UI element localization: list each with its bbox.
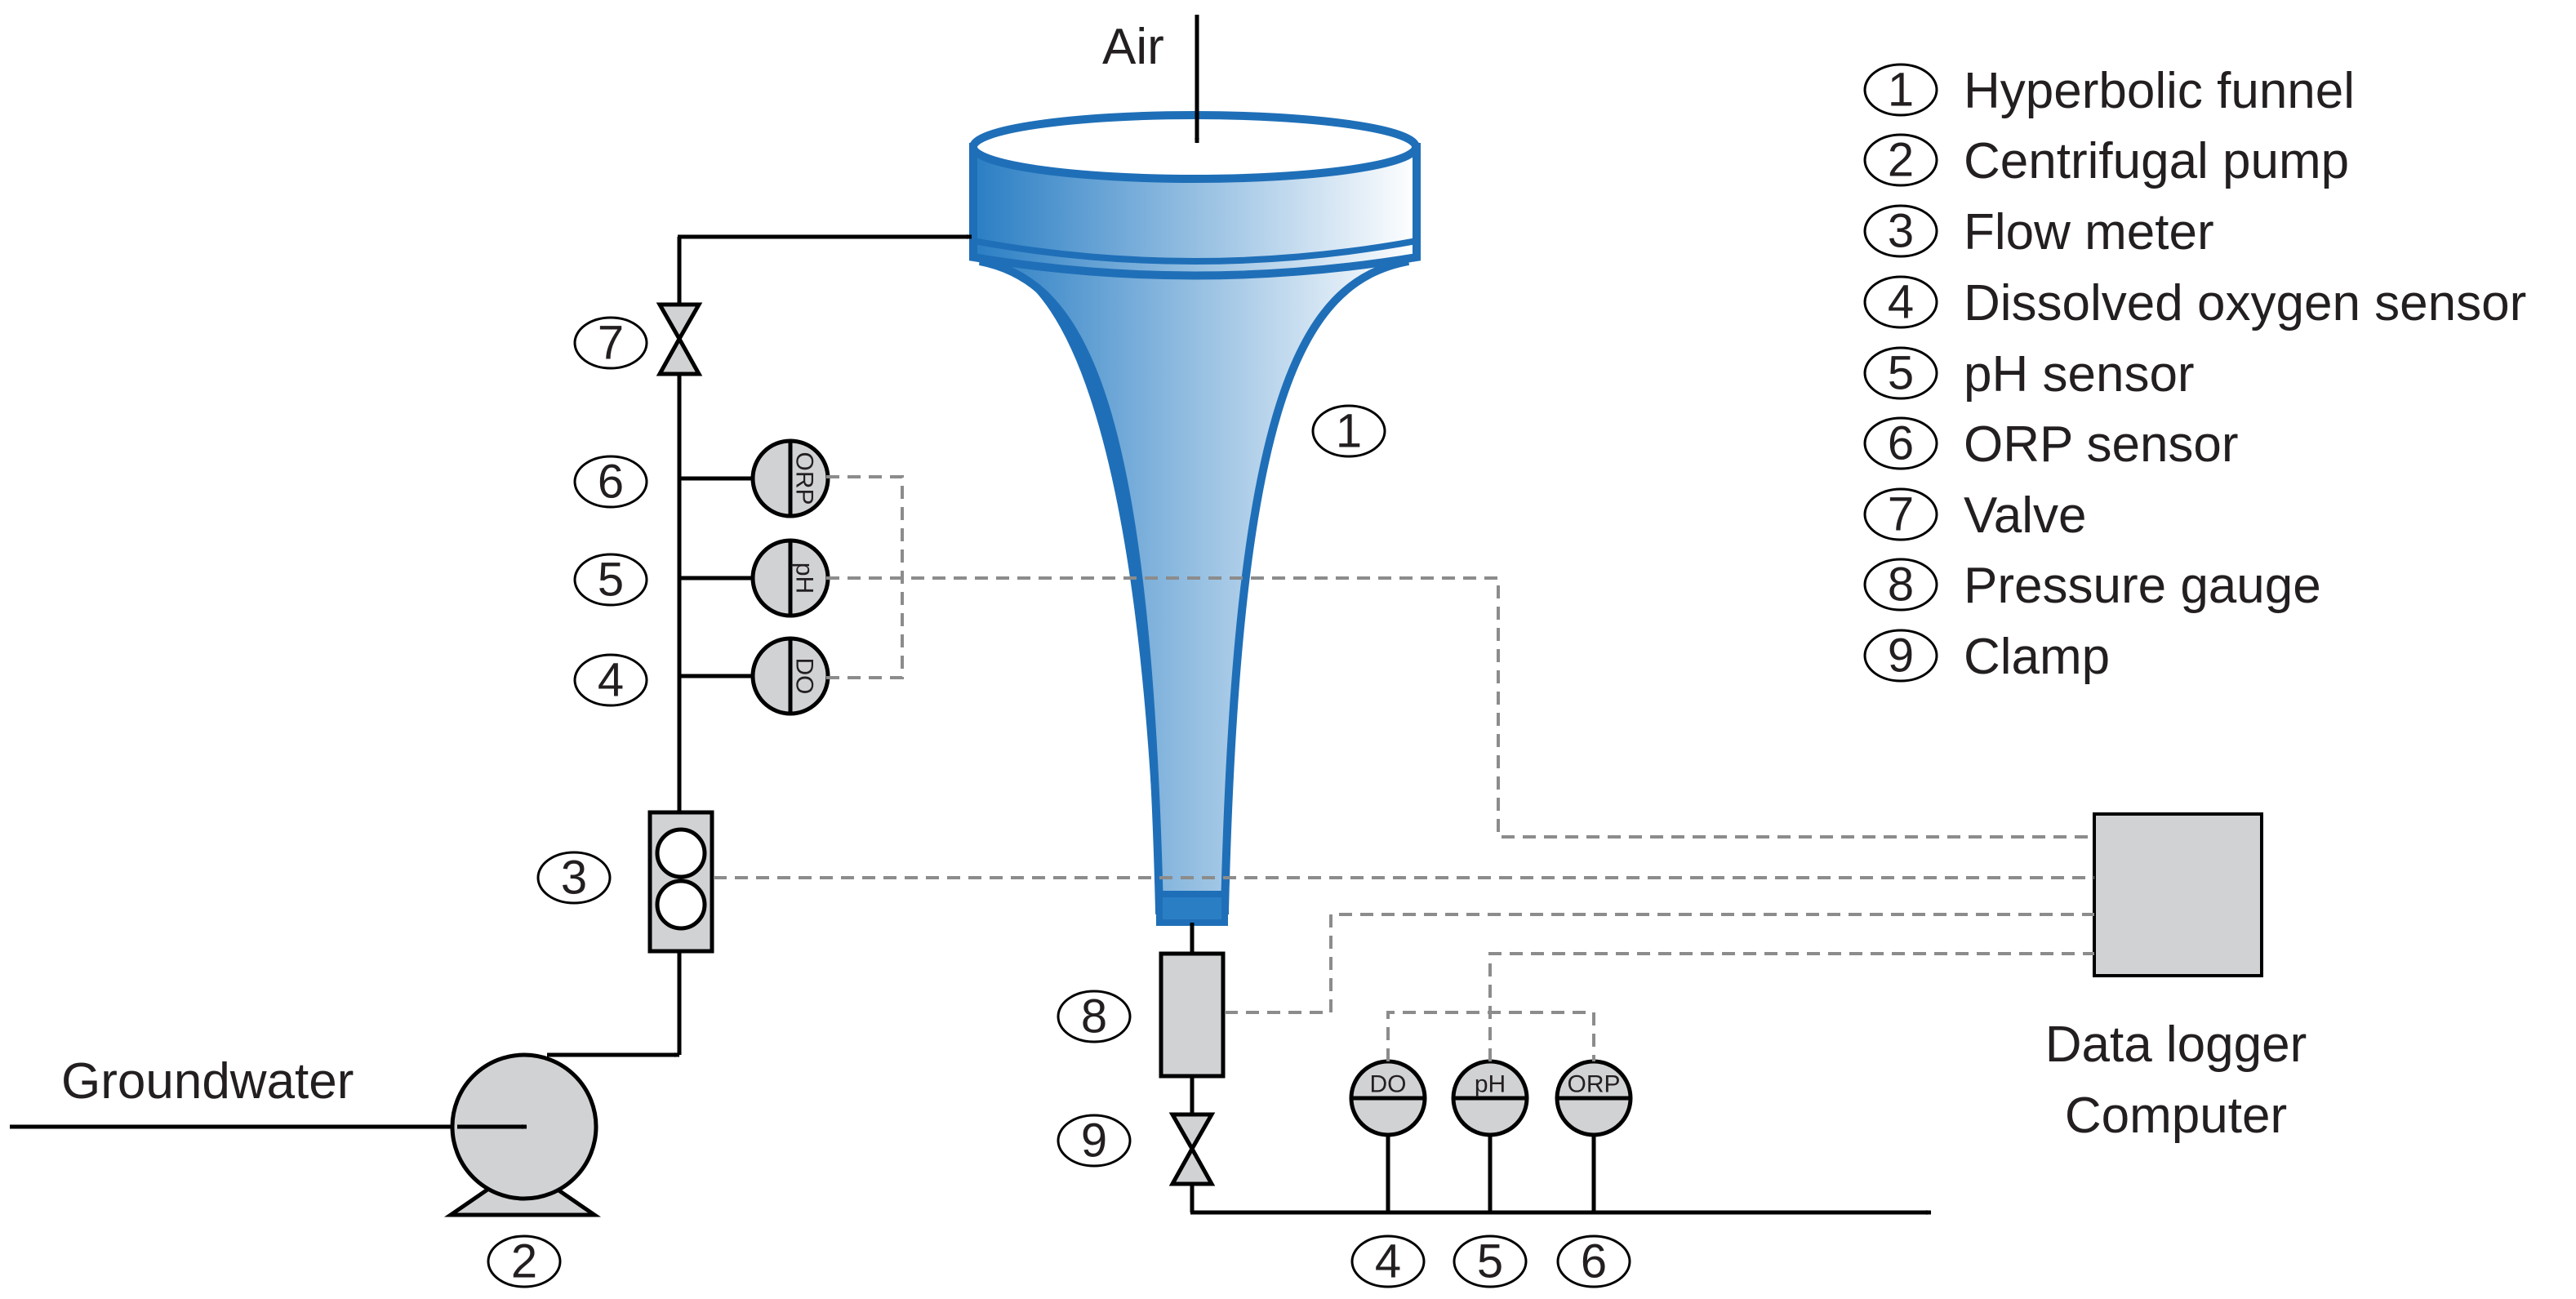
legend-item: 7 Valve [1863, 487, 2087, 544]
svg-text:7: 7 [598, 317, 624, 370]
funnel-rim-seam [972, 238, 1417, 265]
svg-text:7: 7 [1888, 488, 1914, 541]
svg-text:6: 6 [1888, 417, 1914, 470]
do-sensor-left: DO [750, 636, 830, 716]
svg-text:4: 4 [598, 654, 624, 707]
svg-text:6: 6 [1581, 1235, 1607, 1288]
svg-text:Pressure gauge: Pressure gauge [1964, 558, 2321, 614]
funnel-tip [1156, 891, 1228, 926]
do-sensor-bottom: DO [1349, 1059, 1427, 1137]
svg-text:DO: DO [791, 658, 818, 695]
svg-text:Valve: Valve [1964, 487, 2087, 544]
valve [656, 302, 703, 376]
legend-item: 9 Clamp [1863, 629, 2110, 685]
legend-item: 8 Pressure gauge [1863, 558, 2321, 614]
funnel-top-opening [969, 111, 1420, 183]
legend-item: 6 ORP sensor [1863, 416, 2239, 473]
hyperbolic-funnel [969, 111, 1421, 926]
svg-text:ORP: ORP [791, 452, 818, 505]
outlet-piping [1190, 923, 1932, 1215]
svg-text:Clamp: Clamp [1964, 629, 2110, 685]
signal-lines [714, 475, 2094, 1061]
legend-item: 5 pH sensor [1863, 346, 2195, 403]
legend-item: 3 Flow meter [1863, 204, 2214, 260]
callout-funnel: 1 [1311, 404, 1386, 458]
svg-text:9: 9 [1081, 1114, 1107, 1168]
orp-sensor-left: ORP [750, 438, 830, 518]
svg-text:Dissolved oxygen sensor: Dissolved oxygen sensor [1964, 275, 2526, 331]
svg-text:Centrifugal pump: Centrifugal pump [1964, 133, 2349, 189]
callout-do-left: 4 [573, 653, 648, 707]
data-logger-label: Data logger [2045, 1017, 2307, 1073]
legend-item: 2 Centrifugal pump [1863, 133, 2349, 189]
funnel-rim-wall [969, 143, 1421, 280]
svg-text:DO: DO [1370, 1071, 1407, 1098]
callout-valve: 7 [573, 316, 648, 370]
svg-text:pH: pH [1475, 1071, 1506, 1098]
svg-text:4: 4 [1375, 1235, 1401, 1288]
clamp [1168, 1112, 1216, 1186]
svg-text:9: 9 [1888, 629, 1914, 683]
legend: 1 Hyperbolic funnel 2 Centrifugal pump 3… [1863, 63, 2526, 685]
callout-pressure-gauge: 8 [1057, 990, 1132, 1043]
svg-text:Flow meter: Flow meter [1964, 204, 2214, 260]
funnel-body [979, 257, 1409, 914]
callout-ph-bottom: 5 [1453, 1234, 1528, 1288]
callout-clamp: 9 [1057, 1114, 1132, 1168]
inlet-piping [547, 234, 972, 1057]
svg-text:Hyperbolic funnel: Hyperbolic funnel [1964, 63, 2355, 119]
svg-text:5: 5 [1477, 1235, 1503, 1288]
svg-text:5: 5 [1888, 347, 1914, 400]
svg-text:3: 3 [1888, 205, 1914, 258]
svg-text:pH sensor: pH sensor [1964, 346, 2195, 403]
callout-ph-left: 5 [573, 553, 648, 607]
svg-text:3: 3 [561, 852, 587, 905]
svg-text:ORP sensor: ORP sensor [1964, 416, 2239, 473]
svg-text:6: 6 [598, 456, 624, 509]
svg-text:1: 1 [1888, 64, 1914, 117]
callout-orp-bottom: 6 [1556, 1234, 1631, 1288]
callout-do-bottom: 4 [1350, 1234, 1426, 1288]
groundwater-label: Groundwater [61, 1053, 354, 1110]
svg-text:8: 8 [1888, 558, 1914, 612]
computer-label: Computer [2065, 1088, 2287, 1144]
ph-sensor-left: pH [750, 538, 830, 618]
svg-text:1: 1 [1336, 405, 1362, 458]
air-label: Air [1102, 19, 1164, 75]
svg-text:2: 2 [1888, 134, 1914, 187]
pressure-gauge [1159, 951, 1226, 1079]
data-logger-box [2093, 812, 2263, 977]
callout-orp-left: 6 [573, 455, 648, 509]
svg-text:2: 2 [511, 1235, 537, 1288]
legend-item: 1 Hyperbolic funnel [1863, 63, 2355, 119]
svg-text:ORP: ORP [1567, 1071, 1620, 1098]
centrifugal-pump [443, 1052, 602, 1217]
svg-text:8: 8 [1081, 990, 1107, 1043]
orp-sensor-bottom: ORP [1555, 1059, 1633, 1137]
callout-pump: 2 [487, 1234, 562, 1288]
svg-text:4: 4 [1888, 276, 1914, 329]
legend-item: 4 Dissolved oxygen sensor [1863, 275, 2526, 331]
svg-text:pH: pH [791, 563, 818, 594]
ph-sensor-bottom: pH [1451, 1059, 1529, 1137]
svg-text:5: 5 [598, 554, 624, 607]
callout-flow-meter: 3 [536, 851, 612, 905]
flow-meter [647, 810, 714, 954]
